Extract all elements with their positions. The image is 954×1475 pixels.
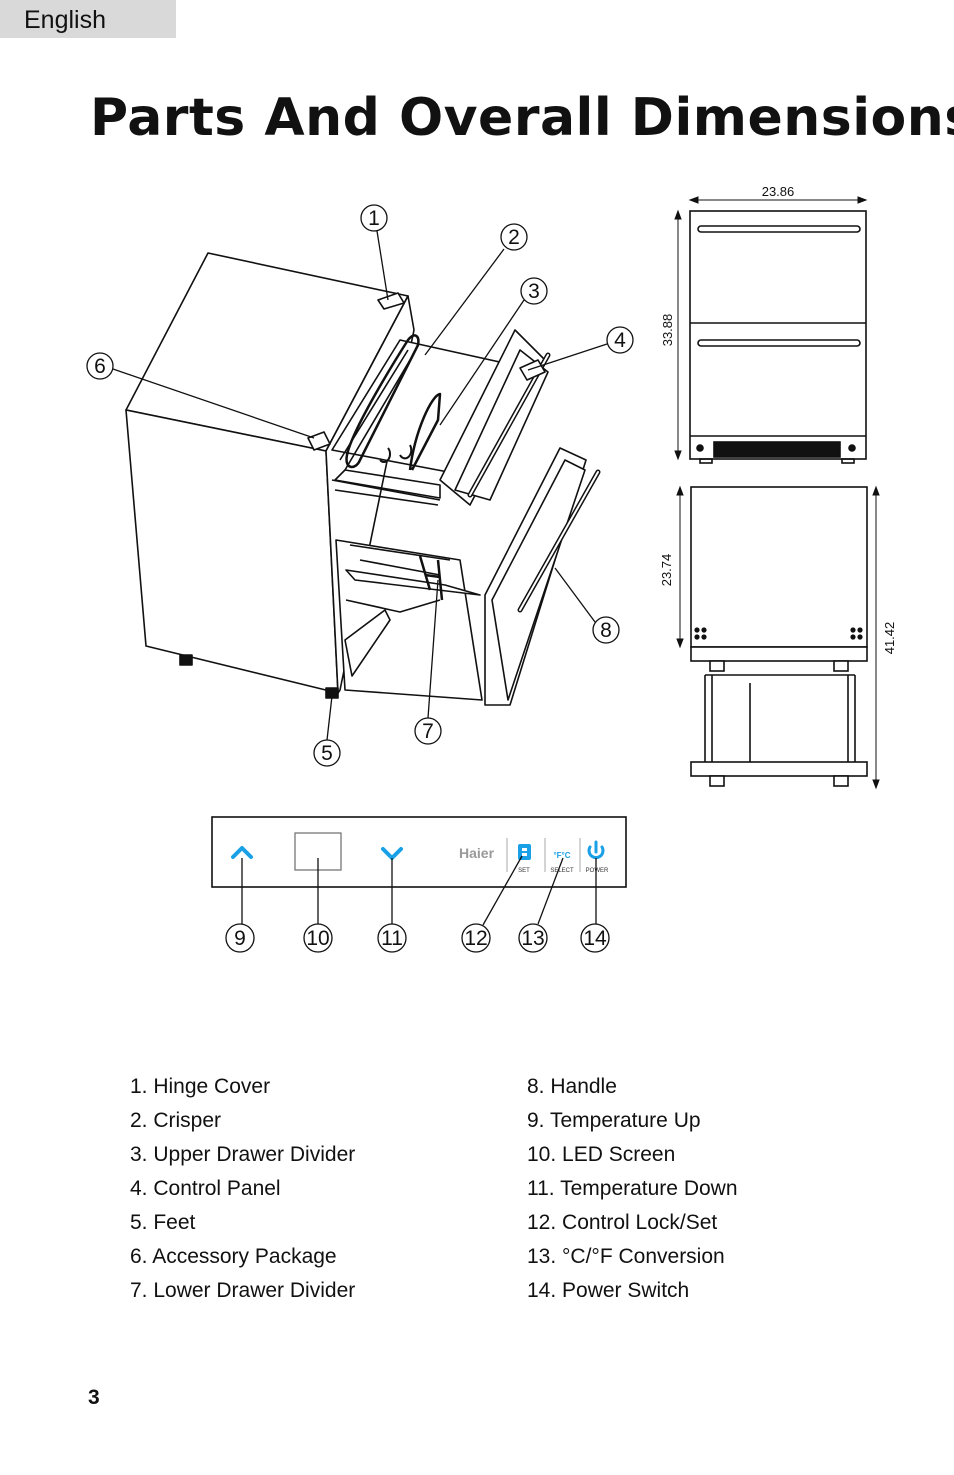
part-item: 12. Control Lock/Set [527, 1211, 718, 1234]
callout-2-circle [500, 223, 528, 251]
part-item: 6. Accessory Package [130, 1245, 337, 1268]
callout-11-circle [377, 923, 407, 953]
side-dimension-lines [676, 485, 880, 790]
side-view-drawing [690, 486, 868, 787]
callout-1: 1 [368, 207, 380, 230]
callout-10: 10 [306, 927, 329, 950]
callout-12-circle [461, 923, 491, 953]
part-item: 10. LED Screen [527, 1143, 676, 1166]
power-icon [587, 845, 605, 860]
callout-1-circle [360, 204, 388, 232]
control-panel-leaders [241, 855, 597, 926]
page-title: Parts And Overall Dimensions [90, 88, 954, 148]
temperature-up-icon [231, 846, 253, 859]
callout-4-circle [606, 326, 634, 354]
language-tab[interactable]: English [0, 0, 176, 38]
parts-figure: 1 2 3 4 6 8 7 5 23.86 33.88 [86, 184, 897, 953]
part-item: 11. Temperature Down [527, 1177, 738, 1200]
unit-conversion-icon: °F°C [553, 851, 570, 860]
callout-14-circle [580, 923, 610, 953]
part-item: 5. Feet [130, 1211, 196, 1234]
callout-6: 6 [94, 355, 106, 378]
callout-12: 12 [464, 927, 487, 950]
callout-5-circle [313, 739, 341, 767]
callout-7: 7 [422, 720, 434, 743]
part-item: 2. Crisper [130, 1109, 222, 1132]
callout-leaders [112, 230, 608, 741]
callout-10-circle [303, 923, 333, 953]
callout-6-circle [86, 352, 114, 380]
front-dimension-lines [674, 196, 868, 461]
callout-8: 8 [600, 619, 612, 642]
set-label: SET [518, 868, 530, 874]
part-item: 3. Upper Drawer Divider [130, 1143, 356, 1166]
part-item: 7. Lower Drawer Divider [130, 1279, 356, 1302]
brand-logo: Haier [459, 845, 495, 861]
control-panel-diagram: Haier °F°C SET SELECT POWER [211, 816, 627, 888]
dimension-height: 33.88 [660, 314, 675, 347]
callout-3-circle [520, 277, 548, 305]
lock-set-icon [518, 844, 531, 860]
part-item: 9. Temperature Up [527, 1109, 701, 1132]
callout-13-circle [518, 923, 548, 953]
unit-illustration [125, 252, 601, 706]
callout-11: 11 [381, 927, 403, 950]
select-label: SELECT [550, 868, 574, 874]
callout-9: 9 [234, 927, 246, 950]
parts-list-right: 8. Handle 9. Temperature Up 10. LED Scre… [527, 1070, 738, 1308]
part-item: 1. Hinge Cover [130, 1075, 271, 1098]
power-label: POWER [586, 868, 609, 874]
part-item: 14. Power Switch [527, 1279, 690, 1302]
callout-2: 2 [508, 226, 520, 249]
dimension-width: 23.86 [762, 184, 795, 199]
callout-5: 5 [321, 742, 333, 765]
page-number: 3 [88, 1386, 100, 1409]
dimension-depth-open: 41.42 [882, 622, 897, 655]
callout-8-circle [592, 616, 620, 644]
dimension-depth: 23.74 [659, 554, 674, 587]
callout-3: 3 [528, 280, 540, 303]
callout-9-circle [225, 923, 255, 953]
part-item: 8. Handle [527, 1075, 617, 1098]
callout-14: 14 [583, 927, 607, 950]
part-item: 4. Control Panel [130, 1177, 281, 1200]
callout-7-circle [414, 717, 442, 745]
front-view-drawing [689, 210, 867, 464]
callout-4: 4 [614, 329, 626, 352]
part-item: 13. °C/°F Conversion [527, 1245, 725, 1268]
parts-list-left: 1. Hinge Cover 2. Crisper 3. Upper Drawe… [130, 1070, 355, 1308]
callout-13: 13 [521, 927, 544, 950]
